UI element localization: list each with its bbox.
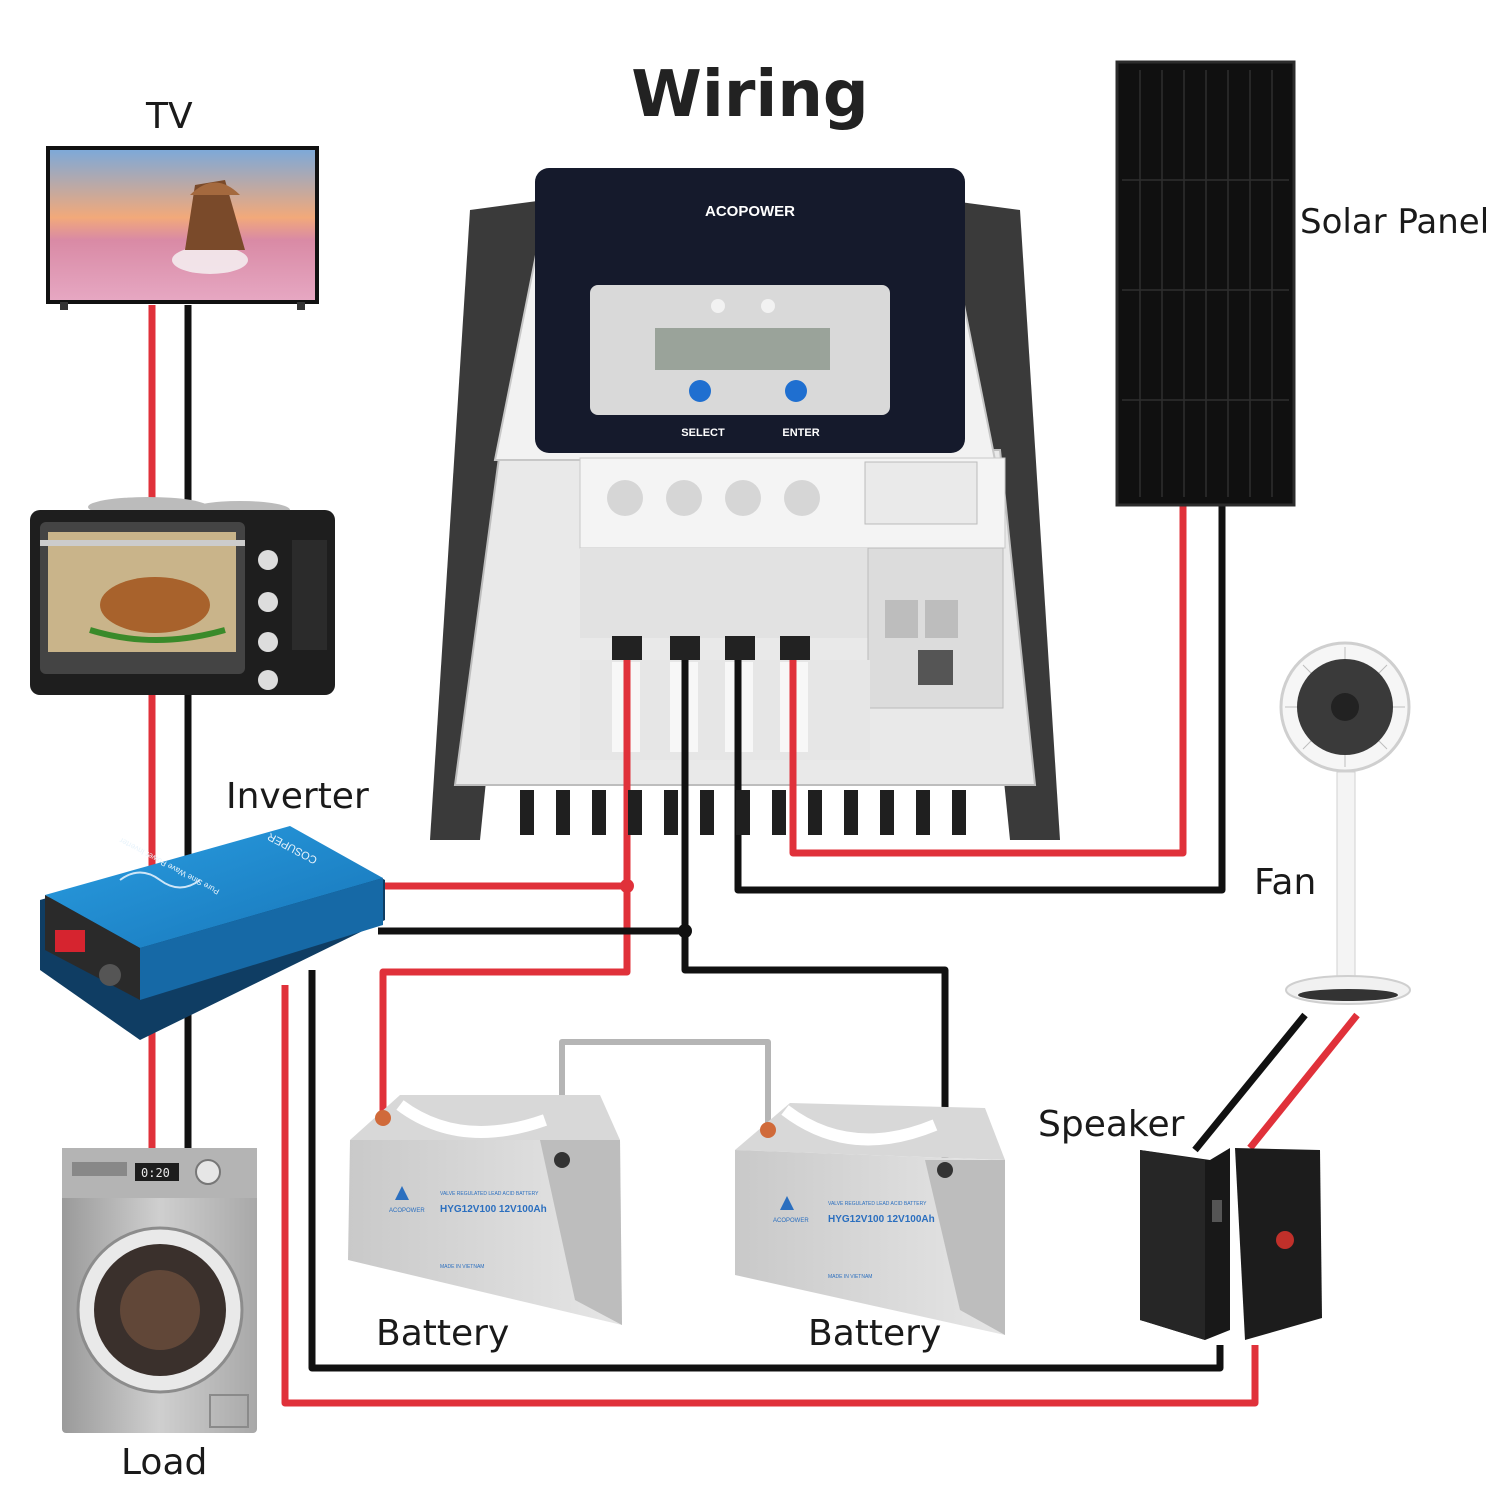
enter-label: ENTER (782, 427, 819, 439)
battery-1-model: HYG12V100 12V100Ah (440, 1204, 547, 1215)
battery-2-label: Battery (808, 1313, 942, 1354)
battery-2-brand: ACOPOWER (773, 1218, 809, 1224)
fan-device (1279, 641, 1411, 1005)
speaker-positive-wire (281, 985, 1259, 1407)
select-label: SELECT (681, 427, 725, 439)
battery-1-label: Battery (376, 1313, 510, 1354)
battery-1-origin: MADE IN VIETNAM (440, 1264, 484, 1270)
negative-junction (678, 924, 692, 938)
select-button[interactable] (689, 380, 711, 402)
solar-panel-device (1115, 60, 1296, 507)
oven-device (30, 497, 335, 695)
charge-controller: ACOPOWER SELECT ENTER (430, 168, 1060, 840)
load-label: Load (121, 1442, 208, 1483)
battery-negative-wire (681, 660, 949, 1168)
battery-2-type: VALVE REGULATED LEAD ACID BATTERY (828, 1201, 927, 1207)
wires (148, 305, 1360, 1407)
controller-brand: ACOPOWER (705, 203, 795, 220)
speaker-device (1140, 1148, 1322, 1340)
battery-1-brand: ACOPOWER (389, 1208, 425, 1214)
battery-positive-wire (379, 660, 631, 1118)
positive-junction (620, 879, 634, 893)
battery-2-model: HYG12V100 12V100Ah (828, 1214, 935, 1225)
washer-device: 0:20 (62, 1148, 257, 1433)
battery-1: ACOPOWER VALVE REGULATED LEAD ACID BATTE… (348, 1095, 622, 1325)
fan-negative-wire (1192, 1012, 1308, 1153)
inverter-device: COSUPER Pure Sine Wave Power Inverter (40, 826, 385, 1040)
speaker-negative-wire (308, 970, 1224, 1372)
battery-1-type: VALVE REGULATED LEAD ACID BATTERY (440, 1191, 539, 1197)
fan-label: Fan (1254, 862, 1317, 903)
inverter-label: Inverter (226, 776, 369, 817)
controller-wire-exits (623, 660, 797, 790)
battery-2: ACOPOWER VALVE REGULATED LEAD ACID BATTE… (735, 1103, 1005, 1335)
fan-positive-wire (1247, 1012, 1360, 1151)
speaker-label: Speaker (1038, 1104, 1185, 1145)
battery-2-origin: MADE IN VIETNAM (828, 1274, 872, 1280)
tv-label: TV (146, 96, 193, 137)
diagram-title: Wiring (631, 58, 869, 132)
solar-panel-label: Solar Panel (1300, 202, 1490, 242)
tv-device (46, 146, 319, 310)
enter-button[interactable] (785, 380, 807, 402)
washer-display: 0:20 (141, 1166, 170, 1180)
